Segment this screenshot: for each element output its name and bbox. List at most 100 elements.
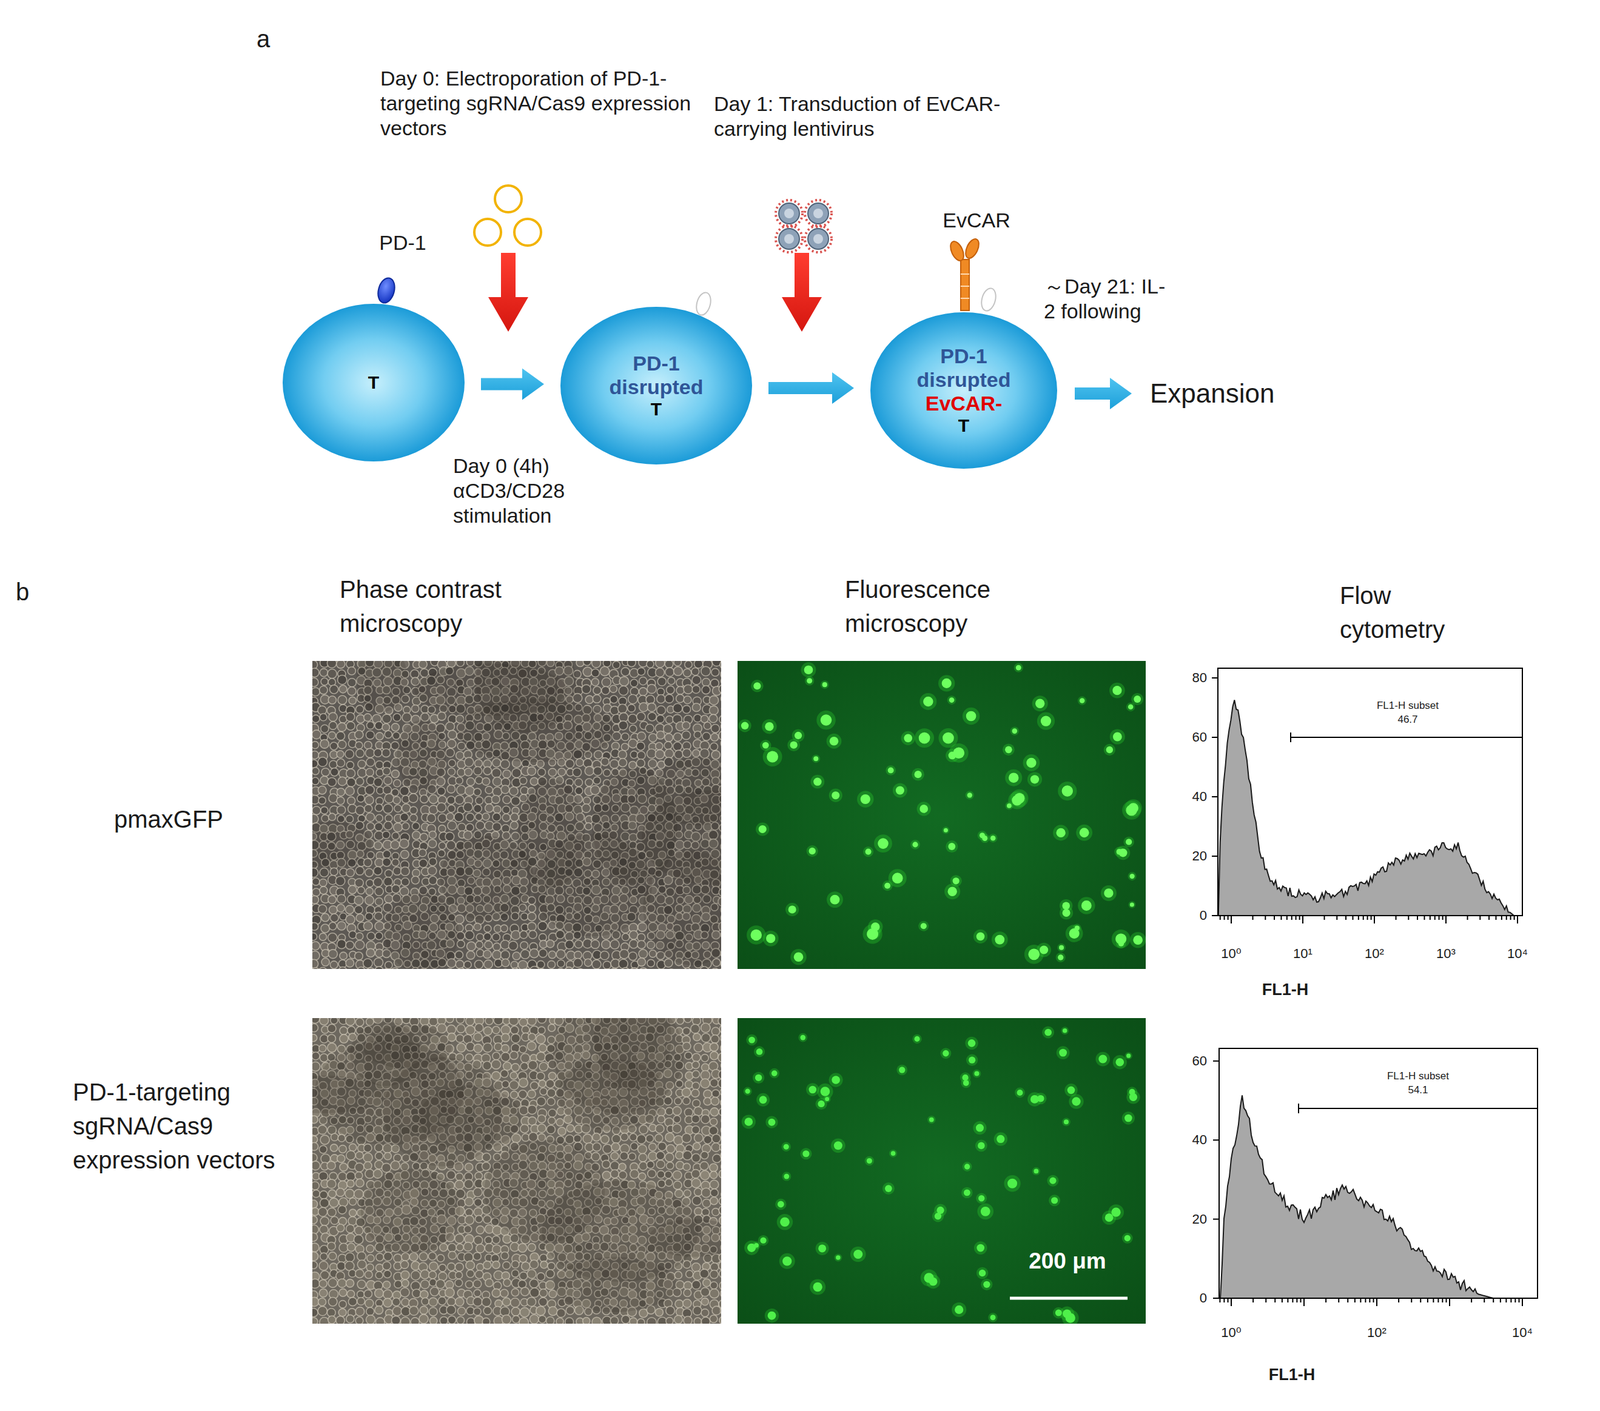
gfp-cell: [793, 952, 804, 962]
cell-glow: [761, 719, 777, 734]
cell: [447, 768, 456, 777]
cell: [336, 750, 344, 759]
gfp-cell: [923, 696, 933, 707]
cell: [646, 661, 654, 668]
cell: [328, 949, 338, 959]
cell: [520, 949, 530, 959]
cell-glow: [988, 833, 998, 844]
cell: [329, 760, 338, 769]
cell: [328, 721, 337, 730]
cell: [574, 787, 583, 796]
removed-receptor-outline: [693, 291, 713, 317]
gfp-cell: [1116, 849, 1123, 856]
cell: [556, 968, 565, 970]
cell: [556, 949, 566, 959]
gfp-cell: [1055, 828, 1066, 838]
gfp-cell: [903, 734, 913, 743]
cell: [501, 958, 510, 967]
cell: [355, 777, 364, 786]
cell: [384, 793, 394, 804]
cell: [547, 960, 556, 969]
cell: [548, 768, 557, 777]
cell: [720, 960, 722, 969]
cell: [508, 941, 518, 951]
gfp-cell: [1112, 732, 1123, 742]
cell: [320, 739, 330, 750]
cell: [365, 912, 374, 921]
cell: [363, 741, 372, 750]
cell: [629, 940, 639, 949]
cell: [456, 1024, 466, 1033]
cell: [493, 943, 501, 952]
cell: [365, 768, 374, 777]
image-ground: [737, 661, 1146, 970]
cell: [510, 961, 518, 969]
cell: [447, 804, 455, 813]
cell: [537, 1026, 546, 1035]
cell: [674, 750, 683, 759]
cell: [612, 661, 620, 669]
cell: [383, 786, 392, 795]
cell: [337, 675, 347, 685]
cell: [500, 951, 511, 961]
cell: [519, 1045, 527, 1053]
gfp-cell: [952, 877, 960, 885]
cell: [582, 661, 591, 666]
cell: [318, 904, 327, 914]
cell: [502, 806, 511, 814]
gfp-cell: [919, 804, 928, 814]
gfp-cell: [1008, 772, 1019, 784]
cell: [319, 886, 328, 895]
cell: [492, 813, 501, 822]
cell: [655, 749, 665, 759]
cell: [328, 732, 336, 740]
cell: [411, 704, 420, 713]
cell: [630, 750, 638, 759]
cell: [701, 1023, 711, 1033]
cell: [473, 1032, 483, 1042]
cell: [366, 968, 376, 970]
cell-glow: [945, 840, 958, 853]
gfp-cell: [870, 922, 880, 932]
cell: [666, 685, 675, 694]
cell: [610, 695, 619, 704]
cell-glow: [885, 765, 896, 776]
cell: [599, 666, 609, 676]
cell-glow: [746, 925, 766, 945]
plasmid: [494, 185, 522, 213]
cell: [408, 793, 418, 804]
cell-glow: [1124, 799, 1143, 817]
cell-glow: [857, 790, 874, 808]
cell: [335, 876, 346, 887]
virus: [775, 200, 803, 227]
cell: [347, 667, 356, 676]
cell: [319, 878, 327, 887]
cell: [475, 941, 483, 949]
cell: [456, 1043, 466, 1053]
cell-glow: [829, 789, 843, 803]
cell: [683, 968, 691, 970]
cell-glow: [950, 875, 962, 887]
gfp-cell: [829, 736, 839, 747]
cell: [338, 967, 348, 970]
cell: [465, 823, 474, 832]
cell: [320, 924, 330, 933]
cell: [619, 676, 629, 687]
cell-glow: [1005, 769, 1022, 787]
cell: [485, 804, 494, 813]
cell-glow: [910, 840, 921, 850]
cell: [355, 806, 365, 816]
cell: [365, 812, 375, 822]
cell: [374, 887, 384, 896]
virus: [804, 200, 832, 227]
cell: [373, 877, 383, 887]
gfp-cell: [920, 923, 927, 930]
cell: [693, 731, 702, 739]
cell: [564, 967, 573, 970]
cell: [690, 1024, 700, 1034]
plasmid: [474, 218, 501, 246]
cell: [347, 687, 357, 696]
cell: [536, 1034, 546, 1044]
phase-contrast-image: [312, 661, 722, 970]
cell-glow: [810, 775, 825, 790]
